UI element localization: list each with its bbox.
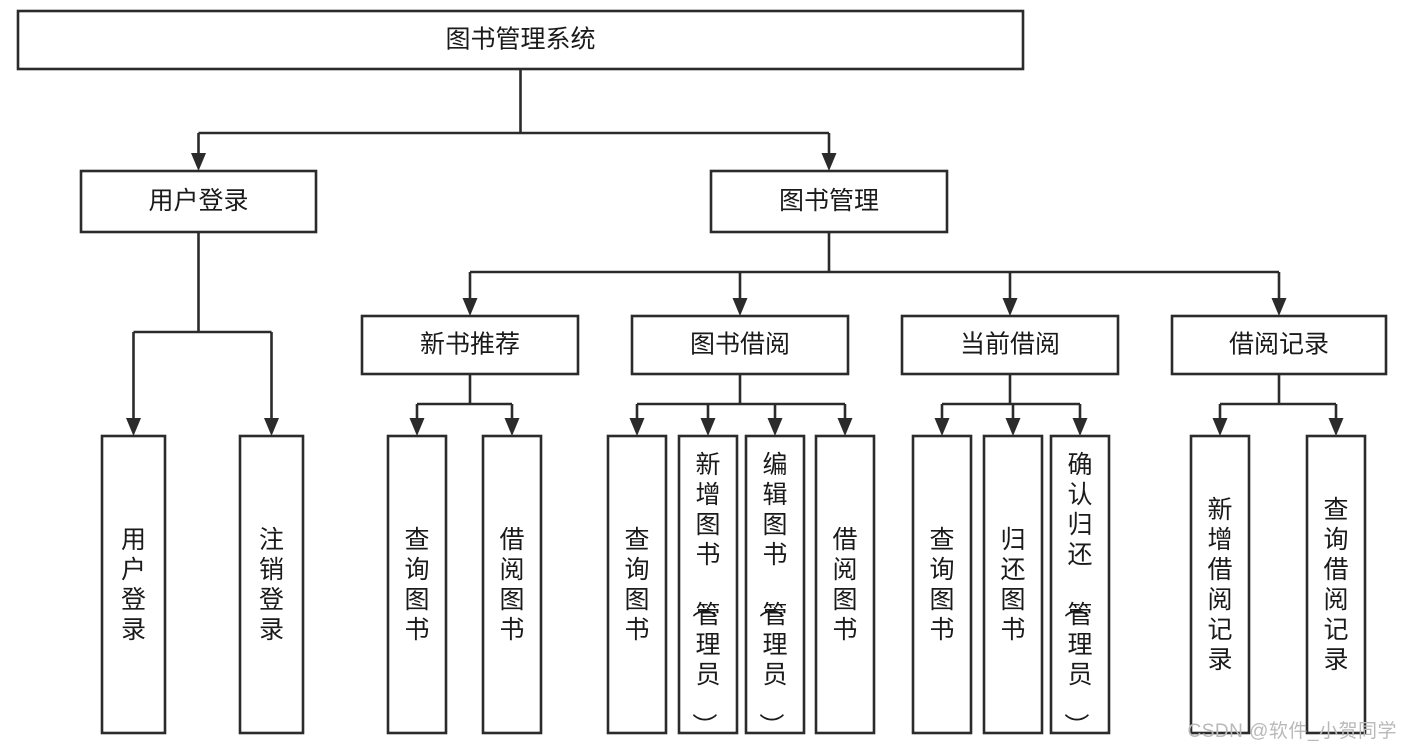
node-box-leaf-query-book-borrow xyxy=(606,434,668,735)
nodes-layer: 图书管理系统用户登录图书管理新书推荐图书借阅当前借阅借阅记录用户登录注销登录查询… xyxy=(16,9,1388,738)
node-box-leaf-confirm-return xyxy=(1049,434,1111,735)
node-label-leaf-add-borrow-record: 新增借阅记录 xyxy=(1207,496,1232,674)
node-box-leaf-query-book-recommend xyxy=(386,434,448,735)
node-book-borrow[interactable]: 图书借阅 xyxy=(630,314,850,376)
arrow-head-icon xyxy=(700,418,716,436)
node-label-leaf-borrow-book: 借阅图书 xyxy=(832,526,857,644)
node-leaf-query-book-recommend[interactable]: 查询图书 xyxy=(386,434,448,735)
node-label-leaf-add-book: 新增图书（管理员） xyxy=(689,451,720,738)
node-box-current-borrow xyxy=(900,314,1120,376)
arrow-head-icon xyxy=(1005,418,1021,436)
node-label-book-management: 图书管理 xyxy=(779,187,879,215)
arrow-head-icon xyxy=(767,418,783,436)
node-box-book-borrow xyxy=(630,314,850,376)
node-box-leaf-borrow-book-recommend xyxy=(481,434,543,735)
arrow-head-icon xyxy=(1212,418,1228,436)
connector-group-current-borrow xyxy=(934,374,1088,436)
node-label-borrow-record: 借阅记录 xyxy=(1229,331,1329,359)
node-label-leaf-confirm-return: 确认归还（管理员） xyxy=(1061,451,1092,738)
arrow-head-icon xyxy=(191,153,206,171)
connector-group-user-login xyxy=(126,232,279,436)
node-label-leaf-return-book: 归还图书 xyxy=(1000,526,1025,644)
node-leaf-query-book-current[interactable]: 查询图书 xyxy=(911,434,973,735)
arrow-head-icon xyxy=(264,418,279,436)
arrow-head-icon xyxy=(1328,418,1344,436)
node-leaf-query-book-borrow[interactable]: 查询图书 xyxy=(606,434,668,735)
arrow-head-icon xyxy=(504,418,520,436)
node-label-leaf-borrow-book-recommend: 借阅图书 xyxy=(499,526,524,644)
arrow-head-icon xyxy=(1002,298,1018,316)
node-box-new-book-recommend xyxy=(360,314,580,376)
connector-group-book-borrow xyxy=(629,374,853,436)
node-box-borrow-record xyxy=(1170,314,1388,376)
node-root[interactable]: 图书管理系统 xyxy=(16,9,1025,71)
node-borrow-record[interactable]: 借阅记录 xyxy=(1170,314,1388,376)
node-book-management[interactable]: 图书管理 xyxy=(709,169,949,234)
node-box-leaf-user-login xyxy=(100,434,167,735)
node-user-login[interactable]: 用户登录 xyxy=(79,169,318,234)
node-leaf-edit-book[interactable]: 编辑图书（管理员） xyxy=(744,434,806,738)
node-leaf-confirm-return[interactable]: 确认归还（管理员） xyxy=(1049,434,1111,738)
node-box-leaf-query-borrow-record xyxy=(1305,434,1367,735)
node-leaf-return-book[interactable]: 归还图书 xyxy=(982,434,1044,735)
arrow-head-icon xyxy=(462,298,478,316)
node-box-user-login xyxy=(79,169,318,234)
arrow-head-icon xyxy=(1072,418,1088,436)
arrow-head-icon xyxy=(732,298,748,316)
arrow-head-icon xyxy=(409,418,425,436)
node-box-root xyxy=(16,9,1025,71)
connector-group-book-management xyxy=(462,232,1287,316)
node-box-leaf-logout-login xyxy=(238,434,305,735)
arrow-head-icon xyxy=(126,418,141,436)
node-box-leaf-borrow-book xyxy=(814,434,876,735)
node-label-leaf-user-login: 用户登录 xyxy=(121,526,146,644)
node-leaf-borrow-book-recommend[interactable]: 借阅图书 xyxy=(481,434,543,735)
node-current-borrow[interactable]: 当前借阅 xyxy=(900,314,1120,376)
node-label-root: 图书管理系统 xyxy=(445,26,595,54)
node-leaf-query-borrow-record[interactable]: 查询借阅记录 xyxy=(1305,434,1367,735)
connector-group-root xyxy=(191,69,837,171)
node-leaf-borrow-book[interactable]: 借阅图书 xyxy=(814,434,876,735)
node-leaf-add-book[interactable]: 新增图书（管理员） xyxy=(677,434,739,738)
node-box-leaf-add-book xyxy=(677,434,739,735)
arrow-head-icon xyxy=(1271,298,1287,316)
node-label-leaf-logout-login: 注销登录 xyxy=(259,526,284,644)
node-label-leaf-query-book-current: 查询图书 xyxy=(929,526,954,644)
connector-group-borrow-record xyxy=(1212,374,1344,436)
connectors-layer xyxy=(126,69,1344,436)
node-box-leaf-edit-book xyxy=(744,434,806,735)
node-label-new-book-recommend: 新书推荐 xyxy=(420,331,520,359)
node-label-book-borrow: 图书借阅 xyxy=(690,331,790,359)
node-new-book-recommend[interactable]: 新书推荐 xyxy=(360,314,580,376)
node-label-leaf-query-borrow-record: 查询借阅记录 xyxy=(1323,496,1348,674)
connector-group-new-book-recommend xyxy=(409,374,520,436)
node-box-leaf-add-borrow-record xyxy=(1189,434,1251,735)
node-box-book-management xyxy=(709,169,949,234)
node-label-current-borrow: 当前借阅 xyxy=(960,331,1060,359)
node-box-leaf-return-book xyxy=(982,434,1044,735)
arrow-head-icon xyxy=(821,153,837,171)
node-leaf-user-login[interactable]: 用户登录 xyxy=(100,434,167,735)
node-label-leaf-query-book-borrow: 查询图书 xyxy=(624,526,649,644)
node-label-user-login: 用户登录 xyxy=(148,187,248,215)
node-label-leaf-query-book-recommend: 查询图书 xyxy=(404,526,429,644)
arrow-head-icon xyxy=(837,418,853,436)
node-leaf-add-borrow-record[interactable]: 新增借阅记录 xyxy=(1189,434,1251,735)
arrow-head-icon xyxy=(934,418,950,436)
csdn-watermark: CSDN @软件_小贺同学 xyxy=(1187,721,1397,742)
node-box-leaf-query-book-current xyxy=(911,434,973,735)
arrow-head-icon xyxy=(629,418,645,436)
node-leaf-logout-login[interactable]: 注销登录 xyxy=(238,434,305,735)
node-label-leaf-edit-book: 编辑图书（管理员） xyxy=(756,451,787,738)
